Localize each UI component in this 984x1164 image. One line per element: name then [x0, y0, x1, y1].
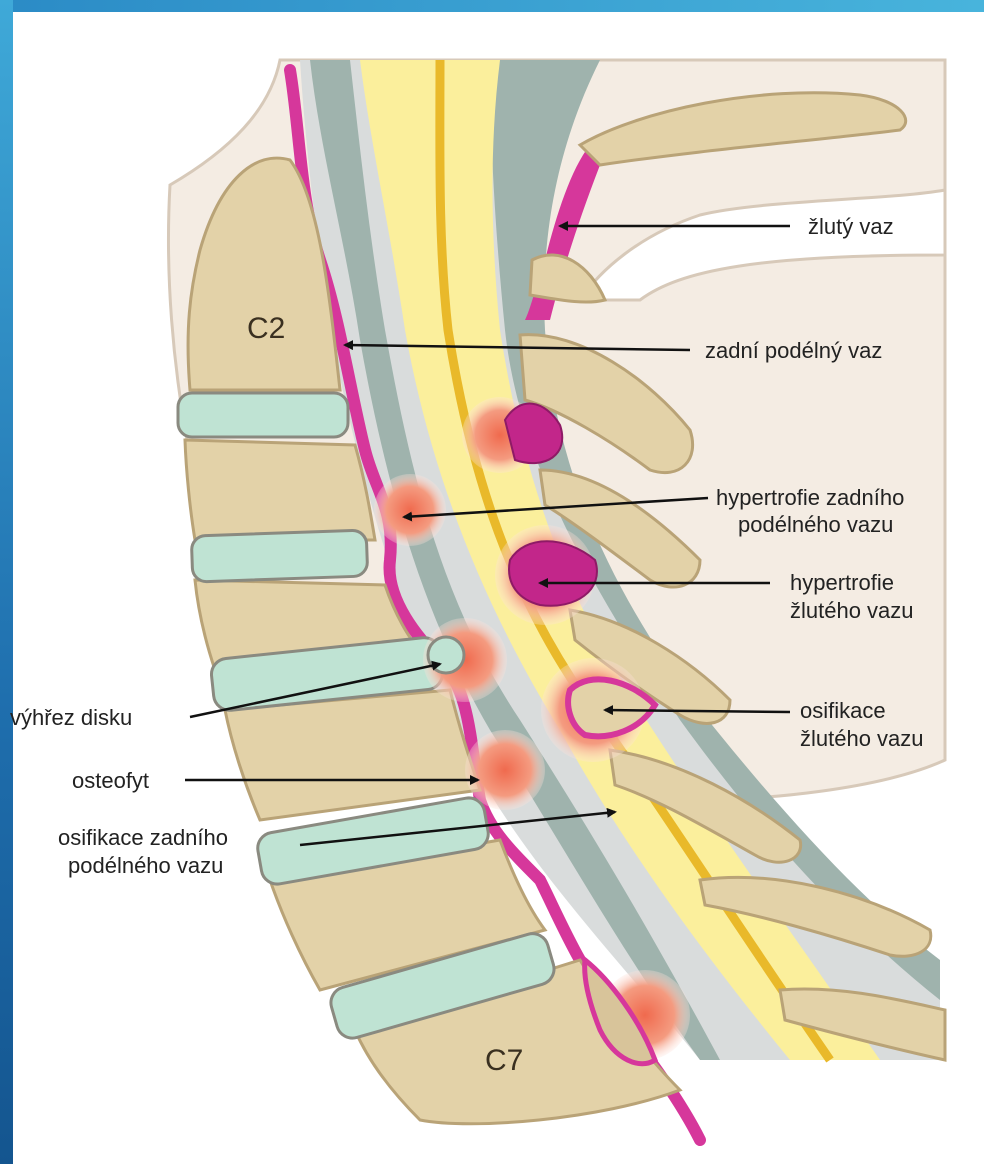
label-ossification-lf-line2: žlutého vazu: [800, 726, 924, 751]
disc-c3-c4: [191, 530, 367, 582]
label-hypertrophy-pll-line1: hypertrofie zadního: [716, 485, 904, 510]
vertebra-label-c2: C2: [247, 312, 285, 345]
label-hypertrophy-lf-line2: žlutého vazu: [790, 598, 914, 623]
lesion-osteophyte: [465, 730, 545, 810]
label-osteophyte: osteofyt: [72, 768, 149, 793]
label-ligamentum-flavum: žlutý vaz: [808, 214, 894, 239]
lesion-disc-herniation: [428, 637, 464, 673]
label-hypertrophy-pll-line2: podélného vazu: [738, 512, 893, 537]
lesion-hypertrophy-lf-core: [509, 541, 597, 606]
label-ossification-pll-line1: osifikace zadního: [58, 825, 228, 850]
label-pll: zadní podélný vaz: [705, 338, 882, 363]
vertebra-c3: [185, 440, 375, 540]
label-hypertrophy-lf-line1: hypertrofie: [790, 570, 894, 595]
label-ossification-pll-line2: podélného vazu: [68, 853, 223, 878]
vertebra-label-c7: C7: [485, 1044, 523, 1077]
label-disc-herniation: výhřez disku: [10, 705, 132, 730]
label-ossification-lf-line1: osifikace: [800, 698, 886, 723]
lesion-hypertrophy-pll: [374, 474, 446, 546]
disc-c2-c3: [178, 393, 348, 437]
vertebra-c5: [225, 690, 480, 820]
